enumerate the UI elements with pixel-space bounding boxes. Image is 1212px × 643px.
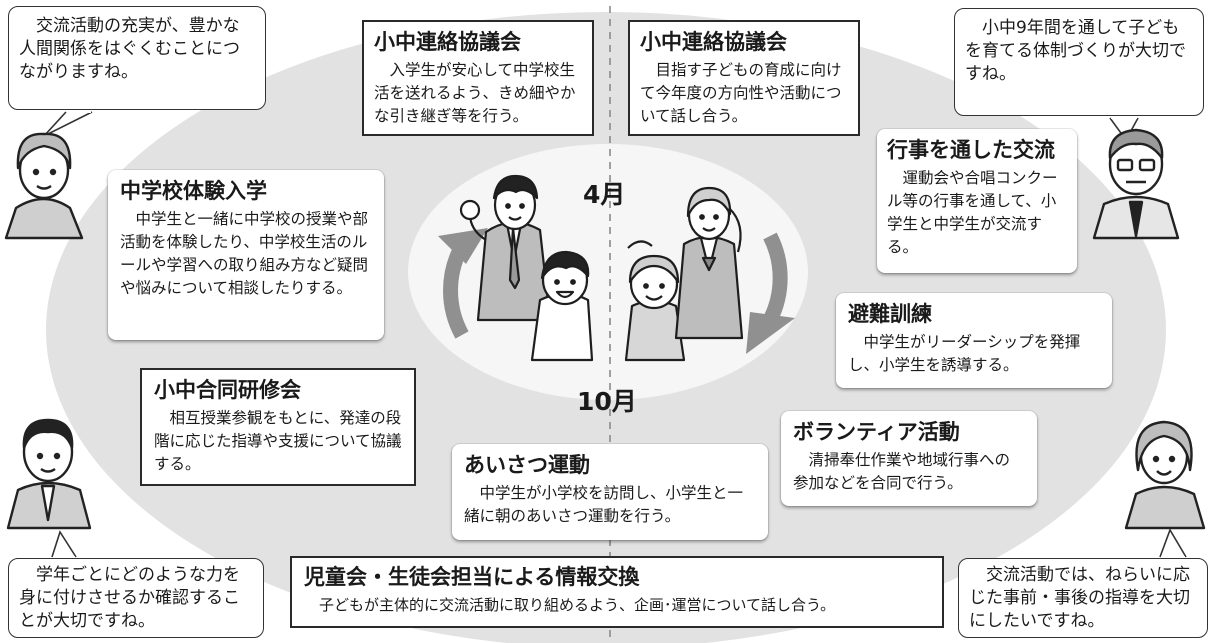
card-gyoji-koryu: 行事を通した交流 運動会や合唱コンクール等の行事を通して、小学生と中学生が交流す…	[877, 129, 1077, 273]
card-body: 中学生がリーダーシップを発揮し、小学生を誘導する。	[848, 333, 1081, 374]
card-kenshu-kai: 小中合同研修会 相互授業参観をもとに、発達の段階に応じた指導や支援について協議す…	[140, 368, 416, 486]
man-teacher-icon	[6, 418, 92, 530]
woman-parent-icon	[1124, 420, 1206, 530]
card-body: 運動会や合唱コンクール等の行事を通して、小学生と中学生が交流する。	[887, 169, 1058, 256]
card-title: 中学校体験入学	[120, 179, 267, 203]
card-body: 子どもが主体的に交流活動に取り組めるよう、企画･運営について話し合う。	[319, 596, 836, 614]
card-title: 行事を通した交流	[887, 138, 1055, 162]
card-title: あいさつ運動	[464, 453, 590, 477]
speech-bubble-bottom-left: 学年ごとにどのような力を身に付けさせるか確認することが大切ですね。	[8, 558, 264, 638]
card-renraku-goals: 小中連絡協議会 目指す子どもの育成に向けて今年度の方向性や活動について話し合う。	[628, 20, 860, 136]
woman-teacher-icon	[4, 132, 84, 240]
cycle-arrow-left-head	[438, 228, 488, 264]
card-title: 児童会・生徒会担当による情報交換	[304, 565, 640, 589]
card-title: 避難訓練	[848, 302, 932, 326]
students-group-illustration	[459, 174, 744, 362]
card-volunteer: ボランティア活動 清掃奉仕作業や地域行事への参加などを合同で行う。	[781, 411, 1037, 506]
card-title: 小中連絡協議会	[374, 30, 521, 54]
card-taiken-nyugaku: 中学校体験入学 中学生と一緒に中学校の授業や部活動を体験したり、中学校生活のルー…	[108, 170, 384, 340]
month-april-label: 4月	[583, 180, 626, 209]
speech-bubble-text: 交流活動では、ねらいに応じた事前・事後の指導を大切にしたいですね。	[969, 565, 1190, 631]
speech-bubble-text: 交流活動の充実が、豊かな人間関係をはぐくむことにつながりますね。	[19, 16, 240, 82]
cycle-arrow-right-icon	[763, 232, 788, 324]
speech-bubble-bottom-right: 交流活動では、ねらいに応じた事前・事後の指導を大切にしたいですね。	[958, 558, 1208, 638]
card-renraku-elementary: 小中連絡協議会 入学生が安心して中学校生活を送れるよう、きめ細やかな引き継ぎ等を…	[362, 20, 594, 136]
month-october-label: 10月	[577, 387, 637, 416]
card-body: 相互授業参観をもとに、発達の段階に応じた指導や支援について協議する。	[154, 409, 402, 473]
card-joho-kokan: 児童会・生徒会担当による情報交換 子どもが主体的に交流活動に取り組めるよう、企画…	[290, 556, 944, 628]
speech-bubble-text: 小中9年間を通して子どもを育てる体制づくりが大切ですね。	[965, 18, 1186, 84]
bubble-tails	[43, 111, 1187, 558]
cycle-arrow-right-head	[746, 312, 795, 354]
card-title: ボランティア活動	[793, 420, 960, 444]
card-body: 入学生が安心して中学校生活を送れるよう、きめ細やかな引き継ぎ等を行う。	[374, 61, 576, 125]
card-body: 清掃奉仕作業や地域行事への参加などを合同で行う。	[793, 451, 1011, 492]
card-body: 中学生が小学校を訪問し、小学生と一緒に朝のあいさつ運動を行う。	[464, 484, 744, 525]
card-body: 目指す子どもの育成に向けて今年度の方向性や活動について話し合う。	[640, 61, 842, 125]
speech-bubble-top-left: 交流活動の充実が、豊かな人間関係をはぐくむことにつながりますね。	[8, 6, 266, 110]
speech-bubble-top-right: 小中9年間を通して子どもを育てる体制づくりが大切ですね。	[954, 8, 1204, 116]
card-title: 小中合同研修会	[154, 378, 301, 402]
card-hinan-kunren: 避難訓練 中学生がリーダーシップを発揮し、小学生を誘導する。	[836, 293, 1112, 388]
card-title: 小中連絡協議会	[640, 30, 787, 54]
man-principal-icon	[1092, 128, 1180, 240]
speech-bubble-text: 学年ごとにどのような力を身に付けさせるか確認することが大切ですね。	[19, 565, 240, 631]
card-body: 中学生と一緒に中学校の授業や部活動を体験したり、中学校生活のルールや学習への取り…	[120, 210, 369, 297]
card-aisatsu-undo: あいさつ運動 中学生が小学校を訪問し、小学生と一緒に朝のあいさつ運動を行う。	[452, 444, 768, 540]
